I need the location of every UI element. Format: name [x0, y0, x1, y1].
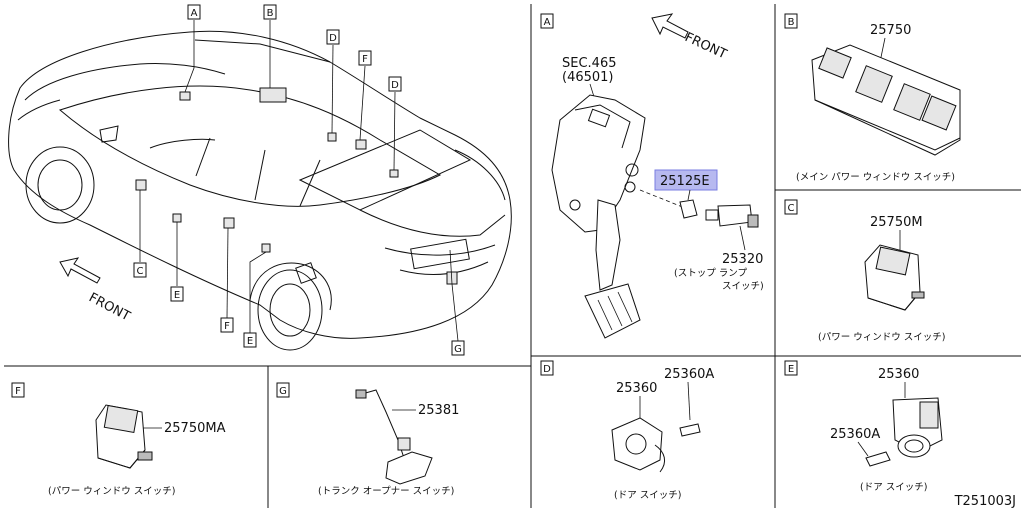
part-number-25360a-e: 25360A — [830, 427, 880, 442]
svg-text:C: C — [788, 203, 795, 214]
part-number-25360a: 25360A — [664, 367, 714, 382]
svg-text:D: D — [543, 364, 551, 375]
front-arrow-overview: FRONT — [59, 257, 132, 324]
part-number-25360-e: 25360 — [878, 367, 919, 382]
svg-text:B: B — [788, 17, 795, 28]
svg-text:A: A — [191, 8, 198, 19]
svg-text:FRONT: FRONT — [86, 290, 132, 324]
svg-text:C: C — [137, 266, 144, 277]
svg-text:(パワー ウィンドウ スイッチ): (パワー ウィンドウ スイッチ) — [818, 332, 945, 343]
part-number-25381: 25381 — [418, 403, 459, 418]
sec-label: SEC.465 — [562, 56, 617, 71]
overview-tag-f2: F — [220, 317, 234, 333]
panel-b: B 25750 (メイン パワー ウィンドウ スイッチ) — [784, 13, 961, 183]
svg-text:F: F — [362, 54, 368, 65]
sec-sublabel: (46501) — [562, 70, 614, 85]
svg-text:B: B — [267, 8, 274, 19]
panel-f: F 25750MA (パワー ウィンドウ スイッチ) — [11, 382, 226, 497]
panel-dividers — [4, 4, 1021, 508]
panel-d: D 25360 25360A (ドア スイッチ) — [540, 360, 714, 501]
panel-e: E 25360 25360A (ドア スイッチ) — [784, 360, 943, 493]
overview-tag-d2: D — [388, 76, 402, 92]
svg-text:スイッチ): スイッチ) — [722, 281, 764, 292]
overview-tag-d: D — [326, 29, 340, 45]
svg-text:G: G — [279, 386, 287, 397]
svg-text:(トランク オープナー スイッチ): (トランク オープナー スイッチ) — [318, 486, 454, 497]
overview-tag-f: F — [358, 50, 372, 66]
overview-tag-g: G — [451, 340, 465, 356]
part-number-25360: 25360 — [616, 381, 657, 396]
overview-tag-b: B — [263, 4, 277, 20]
svg-text:E: E — [174, 290, 180, 301]
svg-text:(ドア スイッチ): (ドア スイッチ) — [860, 482, 927, 493]
panel-a: A FRONT SEC.465 (46501) 25125E 2532 — [540, 13, 764, 339]
svg-text:E: E — [788, 364, 794, 375]
overview-tag-e: E — [170, 286, 184, 302]
part-number-25125e: 25125E — [660, 174, 710, 189]
front-arrow-a — [651, 13, 689, 39]
svg-text:(パワー ウィンドウ スイッチ): (パワー ウィンドウ スイッチ) — [48, 486, 175, 497]
overview-tag-c: C — [133, 262, 147, 278]
panel-g: G 25381 (トランク オープナー スイッチ) — [276, 382, 459, 497]
panel-a-tag: A — [544, 17, 551, 28]
svg-text:F: F — [15, 386, 21, 397]
diagram-code: T251003J — [954, 494, 1016, 509]
svg-text:FRONT: FRONT — [682, 30, 729, 62]
overview-tag-a: A — [187, 4, 201, 20]
overview-tag-e2: E — [243, 332, 257, 348]
part-number-25320: 25320 — [722, 252, 763, 267]
part-number-25750: 25750 — [870, 23, 911, 38]
svg-text:D: D — [391, 80, 399, 91]
car-overview-illustration — [8, 20, 512, 351]
svg-text:G: G — [454, 344, 462, 355]
svg-text:D: D — [329, 33, 337, 44]
svg-text:E: E — [247, 336, 253, 347]
part-number-25750m: 25750M — [870, 215, 923, 230]
svg-text:(メイン パワー ウィンドウ スイッチ): (メイン パワー ウィンドウ スイッチ) — [796, 172, 955, 183]
part-number-25750ma: 25750MA — [164, 421, 226, 436]
svg-text:(ドア スイッチ): (ドア スイッチ) — [614, 490, 681, 501]
highlighted-part-box — [654, 169, 718, 191]
svg-text:F: F — [224, 321, 230, 332]
svg-text:(ストップ ランプ: (ストップ ランプ — [674, 268, 747, 279]
panel-c: C 25750M (パワー ウィンドウ スイッチ) — [784, 199, 945, 343]
